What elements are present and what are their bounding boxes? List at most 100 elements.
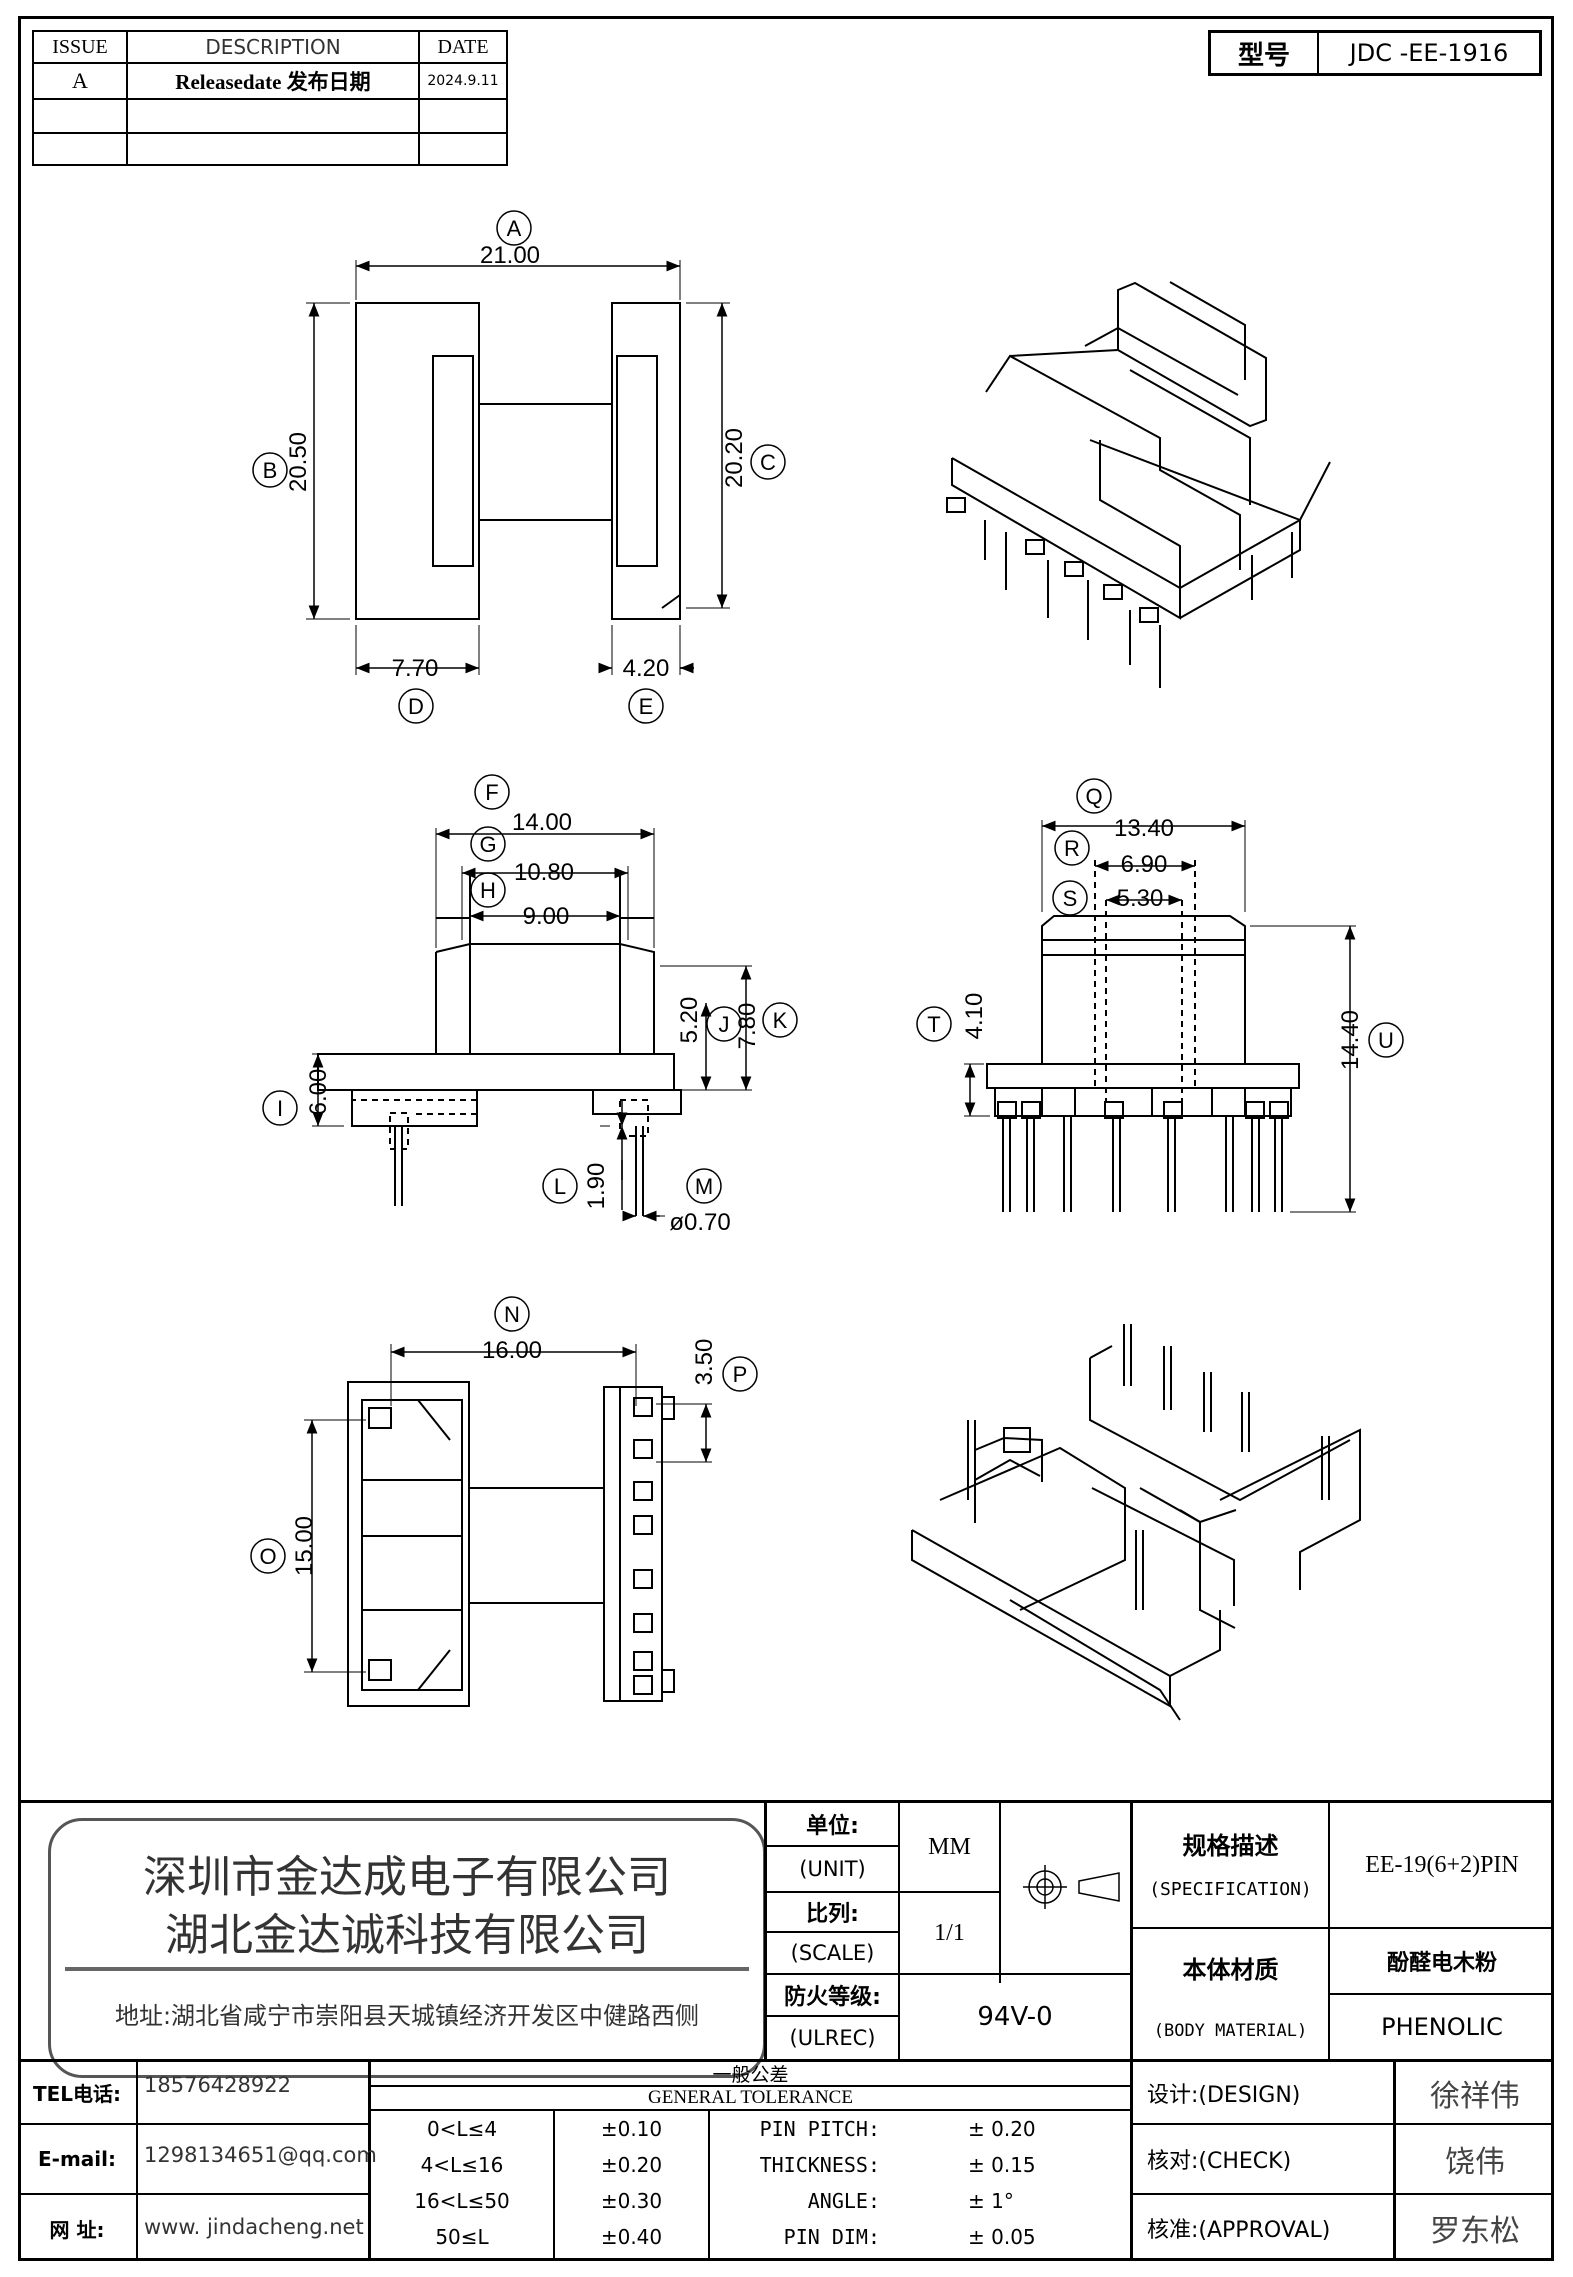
check-label: 核对:(CHECK) (1147, 2149, 1292, 2174)
revision-header-issue: ISSUE (52, 35, 108, 58)
model-box: 型号 JDC -EE-1916 (1208, 30, 1542, 76)
company-address: 地址:湖北省咸宁市崇阳县天城镇经济开发区中健路西侧 (114, 2001, 700, 2030)
top-view (306, 260, 730, 675)
drawing-frame (18, 16, 1554, 2261)
spec-label-cn: 规格描述 (1182, 1831, 1279, 1860)
spec-value: EE-19(6+2)PIN (1365, 1851, 1519, 1878)
scale-label-en: (SCALE) (790, 1941, 875, 1965)
dim-g-value: 10.80 (514, 859, 574, 886)
callout-u: U (1378, 1028, 1394, 1053)
design-label: 设计:(DESIGN) (1147, 2082, 1301, 2108)
model-value: JDC -EE-1916 (1349, 39, 1509, 67)
dim-o-value: 15.00 (291, 1516, 318, 1576)
title-block: 深圳市金达成电子有限公司 湖北金达诚科技有限公司 地址:湖北省咸宁市崇阳县天城镇… (18, 1800, 1554, 2261)
unit-label-en: (UNIT) (799, 1857, 866, 1881)
dim-p-value: 3.50 (691, 1339, 718, 1386)
tolerance-item-values: ± 0.20 ± 0.15 ± 1° ± 0.05 (968, 2111, 1118, 2255)
callout-j: J (719, 1012, 730, 1037)
unit-value: MM (928, 1833, 971, 1860)
callout-f: F (485, 780, 498, 805)
callout-s: S (1063, 886, 1078, 911)
callout-t: T (927, 1012, 940, 1037)
material-value-en: PHENOLIC (1381, 2013, 1503, 2041)
dim-j-value: 5.20 (676, 997, 703, 1044)
tel-label: TEL电话: (32, 2082, 122, 2106)
front-view (964, 820, 1356, 1213)
email-value: 1298134651@qq.com (144, 2143, 377, 2167)
model-label: 型号 (1237, 40, 1290, 71)
revision-table: ISSUE DESCRIPTION DATE A Releasedate 发布日… (32, 30, 508, 166)
bottom-view (304, 1344, 712, 1707)
callout-n: N (504, 1302, 520, 1327)
callout-g: G (479, 832, 496, 857)
tolerance-value: ±0.10 (600, 2117, 663, 2141)
dim-q-value: 13.40 (1114, 815, 1174, 842)
tolerance-ranges: 0<L≤4 4<L≤16 16<L≤50 50≤L (371, 2111, 553, 2255)
tolerance-item: THICKNESS: (759, 2153, 880, 2177)
spec-label-en: (SPECIFICATION) (1149, 1878, 1312, 1900)
dim-n-value: 16.00 (482, 1337, 542, 1364)
dim-f-value: 14.00 (512, 809, 572, 836)
company-panel: 深圳市金达成电子有限公司 湖北金达诚科技有限公司 地址:湖北省咸宁市崇阳县天城镇… (48, 1818, 766, 2078)
iso-view-2 (911, 1324, 1361, 1721)
callout-e: E (639, 694, 654, 719)
tolerance-title-cn: 一般公差 (712, 2064, 789, 2086)
material-label-cn: 本体材质 (1182, 1955, 1279, 1984)
revision-description: Releasedate 发布日期 (175, 70, 371, 94)
dim-b-value: 20.50 (285, 432, 312, 492)
approval-label: 核准:(APPROVAL) (1147, 2218, 1331, 2243)
dim-d-value: 7.70 (392, 655, 439, 682)
material-label-en: (BODY MATERIAL) (1153, 2021, 1308, 2041)
design-name: 徐祥伟 (1430, 2078, 1520, 2114)
approval-name: 罗东松 (1430, 2214, 1520, 2249)
projection-symbol-icon (1023, 1865, 1120, 1909)
company-name-2: 湖北金达诚科技有限公司 (165, 1910, 649, 1961)
revision-issue: A (72, 68, 88, 93)
tolerance-value: ±0.40 (600, 2225, 663, 2249)
callout-l: L (554, 1174, 566, 1199)
tolerance-range: 16<L≤50 (414, 2189, 510, 2213)
callout-b: B (263, 458, 278, 483)
callout-k: K (773, 1008, 788, 1033)
callout-a: A (507, 216, 522, 241)
dim-h-value: 9.00 (523, 903, 570, 930)
callout-d: D (408, 694, 424, 719)
company-name-1: 深圳市金达成电子有限公司 (143, 1852, 671, 1903)
dim-l-value: 1.90 (583, 1163, 610, 1210)
tolerance-item-value: ± 0.05 (968, 2225, 1036, 2249)
tolerance-values: ±0.10 ±0.20 ±0.30 ±0.40 (555, 2111, 708, 2255)
material-value-cn: 酚醛电木粉 (1386, 1951, 1497, 1976)
callout-r: R (1064, 836, 1080, 861)
revision-header-date: DATE (437, 35, 489, 58)
fire-label-cn: 防火等级: (784, 1985, 881, 2010)
unit-label-cn: 单位: (806, 1814, 859, 1839)
dim-k-value: 7.80 (734, 1003, 761, 1050)
revision-header-description: DESCRIPTION (205, 35, 341, 59)
tolerance-range: 0<L≤4 (426, 2117, 498, 2141)
tolerance-value: ±0.20 (600, 2153, 663, 2177)
callout-i: I (277, 1096, 283, 1121)
dim-t-value: 4.10 (961, 993, 988, 1040)
callout-c: C (760, 450, 776, 475)
dim-c-value: 20.20 (721, 428, 748, 488)
tolerance-item: PIN PITCH: (759, 2117, 880, 2141)
technical-drawing: 21.00 20.50 20.20 7.70 4.20 14.00 10.80 … (250, 210, 1404, 1721)
tolerance-item-value: ± 0.15 (968, 2153, 1036, 2177)
tolerance-item-value: ± 0.20 (968, 2117, 1036, 2141)
dim-r-value: 6.90 (1121, 851, 1168, 878)
dim-u-value: 14.40 (1337, 1010, 1364, 1070)
callout-h: H (480, 878, 496, 903)
iso-view-1 (946, 281, 1331, 688)
dim-e-value: 4.20 (623, 655, 670, 682)
website-label: 网 址: (49, 2217, 105, 2242)
tolerance-items: PIN PITCH: THICKNESS: ANGLE: PIN DIM: (710, 2111, 880, 2255)
callout-q: Q (1085, 784, 1102, 809)
callout-o: O (259, 1544, 276, 1569)
fire-label-en: (ULREC) (789, 2026, 876, 2050)
dim-i-value: 6.00 (305, 1069, 332, 1116)
tolerance-value: ±0.30 (600, 2189, 663, 2213)
callout-p: P (733, 1362, 748, 1387)
tolerance-range: 4<L≤16 (420, 2153, 504, 2177)
dim-s-value: 5.30 (1117, 885, 1164, 912)
email-label: E-mail: (37, 2147, 116, 2171)
